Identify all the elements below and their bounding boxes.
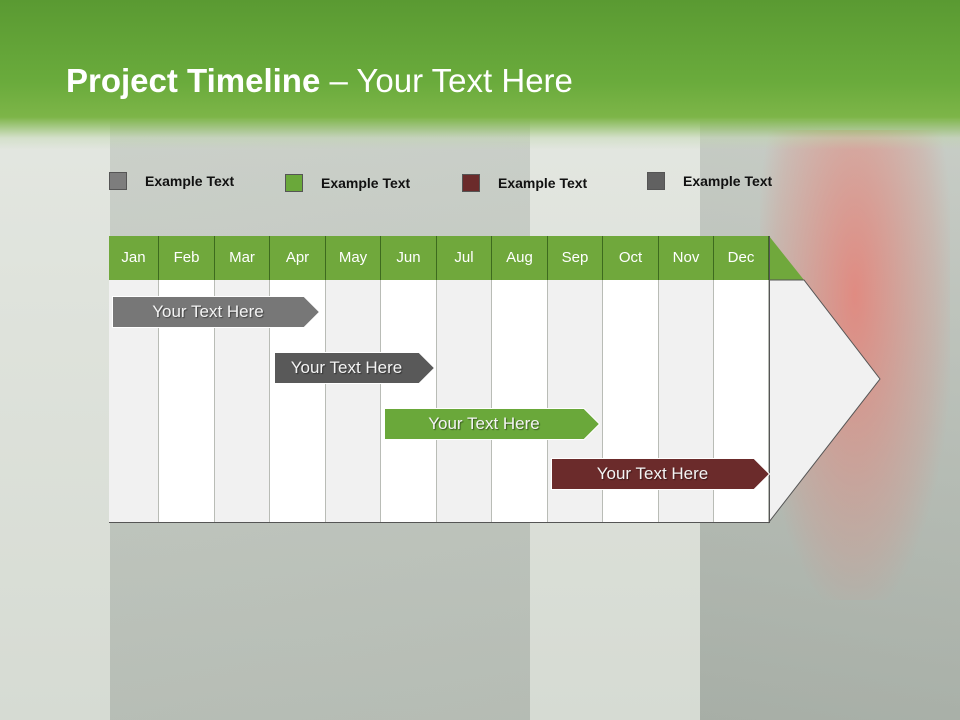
legend-item-3[interactable]: Example Text [462,172,587,194]
legend-swatch [109,172,127,190]
task-label: Your Text Here [428,414,540,433]
month-header-dec[interactable]: Dec [714,236,769,280]
task-arrow-shape [384,408,600,440]
legend-label: Example Text [683,173,773,189]
task-arrow-shape [551,458,770,490]
task-arrow-polygon [384,408,600,440]
legend-item-4[interactable]: Example Text [647,170,772,192]
month-header-feb[interactable]: Feb [159,236,215,280]
month-column [437,280,492,522]
legend-swatch [285,174,303,192]
task-arrow-polygon [551,458,770,490]
month-header-jun[interactable]: Jun [381,236,437,280]
legend-swatch [462,174,480,192]
month-header-may[interactable]: May [326,236,381,280]
legend-label: Example Text [145,173,235,189]
task-arrow-polygon [112,296,320,328]
month-header-oct[interactable]: Oct [603,236,659,280]
task-bar-2[interactable]: Your Text Here [274,352,435,384]
task-arrow-shape [112,296,320,328]
month-header-jul[interactable]: Jul [437,236,492,280]
task-bar-4[interactable]: Your Text Here [551,458,770,490]
month-header-nov[interactable]: Nov [659,236,714,280]
month-column [326,280,381,522]
month-header-mar[interactable]: Mar [215,236,270,280]
legend-item-1[interactable]: Example Text [109,170,234,192]
task-bar-3[interactable]: Your Text Here [384,408,600,440]
arrow-header-tip [769,236,804,280]
task-label: Your Text Here [290,358,403,377]
title-rest: – Your Text Here [320,62,573,99]
legend-label: Example Text [321,175,411,191]
legend-swatch [647,172,665,190]
month-header-sep[interactable]: Sep [548,236,603,280]
task-label: Your Text Here [596,464,709,483]
legend-label: Example Text [498,175,588,191]
month-header-apr[interactable]: Apr [270,236,326,280]
title-banner: Project Timeline – Your Text Here [0,0,960,150]
task-arrow-shape [274,352,435,384]
month-header-aug[interactable]: Aug [492,236,548,280]
month-header-jan[interactable]: Jan [109,236,159,280]
title-bold: Project Timeline [66,62,321,99]
arrow-head [768,279,881,524]
task-bar-1[interactable]: Your Text Here [112,296,320,328]
month-column [492,280,548,522]
task-label: Your Text Here [152,302,264,321]
legend-item-2[interactable]: Example Text [285,172,410,194]
month-column [381,280,437,522]
legend: Example Text Example Text Example Text E… [0,170,960,196]
task-arrow-polygon [274,352,435,384]
slide-title[interactable]: Project Timeline – Your Text Here [66,62,573,100]
